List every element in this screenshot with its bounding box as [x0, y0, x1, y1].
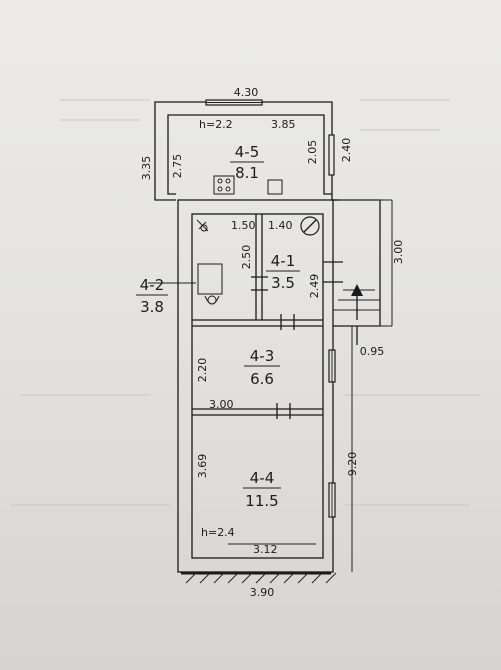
room-id: 4-3: [250, 347, 275, 365]
r42-height-label: 2.50: [240, 245, 253, 270]
room-label-4-1: 4-1 3.5: [266, 252, 300, 292]
faded-background-text: [10, 99, 480, 506]
room-area: 3.8: [140, 298, 164, 316]
r45-left-outer-label: 3.35: [140, 156, 153, 181]
room-id: 4-5: [235, 143, 260, 161]
stair-width-label: 0.95: [360, 345, 385, 358]
top-width-label: 4.30: [234, 86, 259, 99]
room-label-4-3: 4-3 6.6: [244, 347, 280, 388]
entrance-porch: [333, 199, 381, 345]
r44-ceiling-label: h=2.4: [201, 526, 235, 539]
ground-hatch: [181, 571, 337, 584]
room-label-4-2: 4-2 3.8: [136, 276, 168, 316]
r42-width-label: 1.50: [231, 219, 256, 232]
bottom-width-label: 3.90: [250, 586, 275, 599]
dimension-lines: [148, 199, 393, 572]
r44-height-label: 3.69: [196, 454, 209, 479]
r45-left-inner-label: 2.75: [171, 154, 184, 179]
room-id: 4-2: [140, 276, 165, 294]
bathroom-fixtures: [196, 216, 320, 305]
room-label-4-4: 4-4 11.5: [243, 469, 281, 510]
room-id: 4-4: [250, 469, 275, 487]
room-area: 8.1: [235, 164, 259, 182]
r43-height-label: 2.20: [196, 358, 209, 383]
room-id: 4-1: [271, 252, 296, 270]
room-area: 3.5: [271, 274, 295, 292]
r41-width-label: 1.40: [268, 219, 293, 232]
r45-inner-width-label: 3.85: [271, 118, 296, 131]
dimension-labels: 4.30 h=2.2 3.85 3.35 2.75 2.05 2.40 1.50…: [140, 86, 405, 599]
total-height-label: 9.20: [346, 452, 359, 477]
r45-right-inner-label: 2.05: [306, 140, 319, 165]
room-area: 11.5: [245, 492, 278, 510]
room-label-4-5: 4-5 8.1: [230, 143, 264, 182]
r45-height-label: h=2.2: [199, 118, 233, 131]
r45-right-outer-label: 2.40: [340, 138, 353, 163]
r44-width-label: 3.12: [253, 543, 278, 556]
r43-width-label: 3.00: [209, 398, 234, 411]
stair-height-label: 3.00: [392, 240, 405, 265]
room-area: 6.6: [250, 370, 274, 388]
r41-height-label: 2.49: [308, 274, 321, 299]
